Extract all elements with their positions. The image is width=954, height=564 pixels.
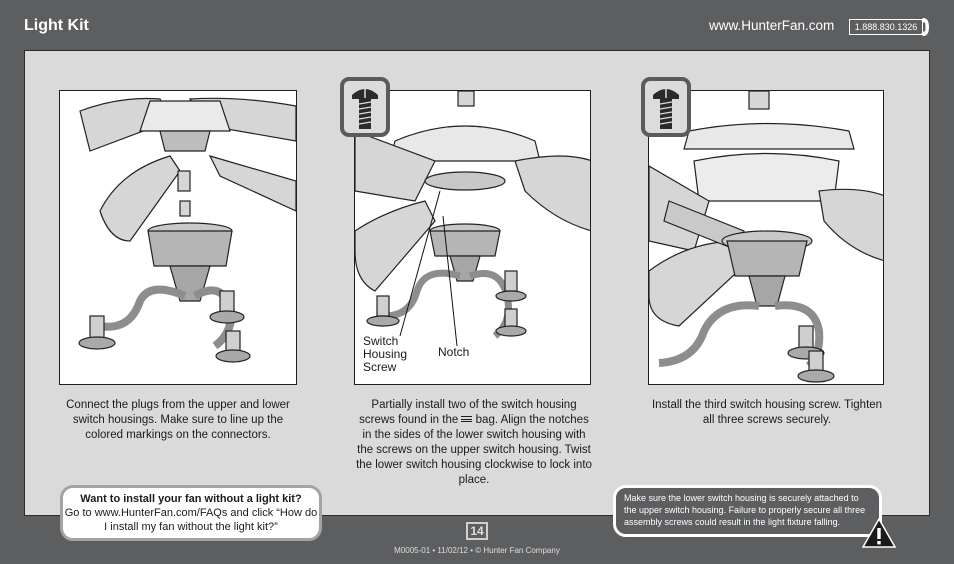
warning-box: Make sure the lower switch housing is se… xyxy=(613,485,882,537)
screw-badge xyxy=(641,77,691,137)
step2-caption-part1: Partially install two of the switch hous… xyxy=(359,399,577,426)
info-callout: Want to install your fan without a light… xyxy=(60,485,322,541)
screw-icon xyxy=(352,89,378,129)
step3-caption: Install the third switch housing screw. … xyxy=(651,399,883,426)
step2-caption-part2: bag. Align the notches in the sides of t… xyxy=(356,414,592,486)
info-answer: Go to www.HunterFan.com/FAQs and click “… xyxy=(64,507,318,533)
footer-doc-info: M0005-01 • 11/02/12 • © Hunter Fan Compa… xyxy=(394,546,560,555)
illustration-tighten-screws xyxy=(648,90,884,385)
page-number: 14 xyxy=(466,522,488,540)
switch-housing-screw-label: Switch Housing Screw xyxy=(363,334,408,374)
website-link[interactable]: www.HunterFan.com xyxy=(709,18,835,33)
illustration-switch-housing-screws xyxy=(354,90,591,385)
screw-badge xyxy=(340,77,390,137)
step2-caption: Partially install two of the switch hous… xyxy=(356,398,592,488)
warning-icon xyxy=(862,518,896,548)
step1-caption: Connect the plugs from the upper and low… xyxy=(66,399,290,441)
notch-label: Notch xyxy=(438,345,470,359)
bag-icon xyxy=(461,415,473,423)
illustration-connect-plugs xyxy=(59,90,297,385)
screw-icon xyxy=(653,89,679,129)
page-title: Light Kit xyxy=(24,17,89,34)
phone-icon xyxy=(921,18,929,36)
info-question: Want to install your fan without a light… xyxy=(80,493,302,505)
phone-number: 1.888.830.1326 xyxy=(849,19,923,35)
